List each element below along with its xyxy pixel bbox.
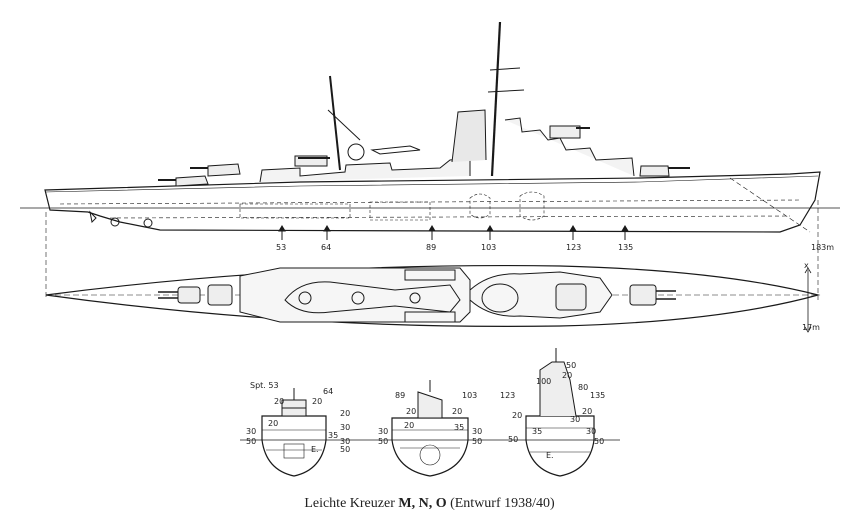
armor-thickness: 50 (508, 435, 519, 444)
side-elevation (20, 21, 840, 300)
aft-turret-a (175, 175, 209, 187)
section-frame-label: 123 (500, 391, 516, 400)
armor-thickness: 30 (586, 427, 597, 436)
armor-thickness: 35 (454, 423, 465, 432)
armor-thickness: 30 (570, 415, 581, 424)
armor-thickness: 30 (340, 437, 351, 446)
armor-thickness: 35 (532, 427, 543, 436)
frame-label: 123 (566, 243, 582, 252)
armor-thickness: 30 (378, 427, 389, 436)
armor-thickness: 20 (512, 411, 523, 420)
armor-thickness: 20 (452, 407, 463, 416)
compartment-label: E. (546, 451, 554, 460)
armor-thickness: 50 (340, 445, 351, 454)
frame-label: 64 (321, 243, 332, 252)
figure-caption: Leichte Kreuzer M, N, O (Entwurf 1938/40… (0, 496, 859, 512)
frame-label: 103 (481, 243, 497, 252)
armor-thickness: 30 (340, 423, 351, 432)
armor-thickness: 50 (246, 437, 257, 446)
armor-thickness: 20 (274, 397, 285, 406)
armor-thickness: 30 (472, 427, 483, 436)
beam-mark: x (804, 261, 809, 270)
plan-view (45, 264, 821, 333)
section-fore (525, 348, 595, 477)
section-frame-label: 64 (323, 387, 334, 396)
frame-label: 53 (276, 243, 287, 252)
section-aft (261, 388, 327, 477)
armor-thickness: 50 (472, 437, 483, 446)
armor-thickness: 20 (406, 407, 417, 416)
cross-sections (240, 348, 620, 477)
armor-thickness: 30 (246, 427, 257, 436)
frame-label: 89 (426, 243, 437, 252)
armor-thickness: 35 (328, 431, 339, 440)
armor-thickness: 20 (562, 371, 573, 380)
section-frame-label: 103 (462, 391, 478, 400)
fore-turret (639, 165, 670, 177)
section-frame-label: Spt. 53 (250, 381, 279, 390)
caption-prefix: Leichte Kreuzer (304, 496, 399, 511)
armor-thickness: 50 (378, 437, 389, 446)
armor-thickness: 20 (340, 409, 351, 418)
armor-thickness: 80 (578, 383, 589, 392)
armor-thickness: 50 (594, 437, 605, 446)
section-frame-label: 135 (590, 391, 606, 400)
armor-thickness: 100 (536, 377, 552, 386)
length-dimension: 183m (811, 243, 835, 252)
funnel (451, 109, 487, 163)
section-mid (391, 380, 469, 477)
caption-ships: M, N, O (398, 496, 447, 511)
armor-thickness: 20 (268, 419, 279, 428)
armor-thickness: 50 (566, 361, 577, 370)
aft-turret-b (207, 163, 241, 177)
frame-arrows (278, 225, 629, 240)
compartment-label: E. (311, 445, 319, 454)
frame-label: 135 (618, 243, 634, 252)
beam-dimension: 17m (802, 323, 820, 332)
caption-suffix: (Entwurf 1938/40) (446, 496, 555, 511)
armor-thickness: 20 (312, 397, 323, 406)
armor-thickness: 20 (404, 421, 415, 430)
section-frame-label: 89 (395, 391, 406, 400)
armor-thickness: 20 (582, 407, 593, 416)
